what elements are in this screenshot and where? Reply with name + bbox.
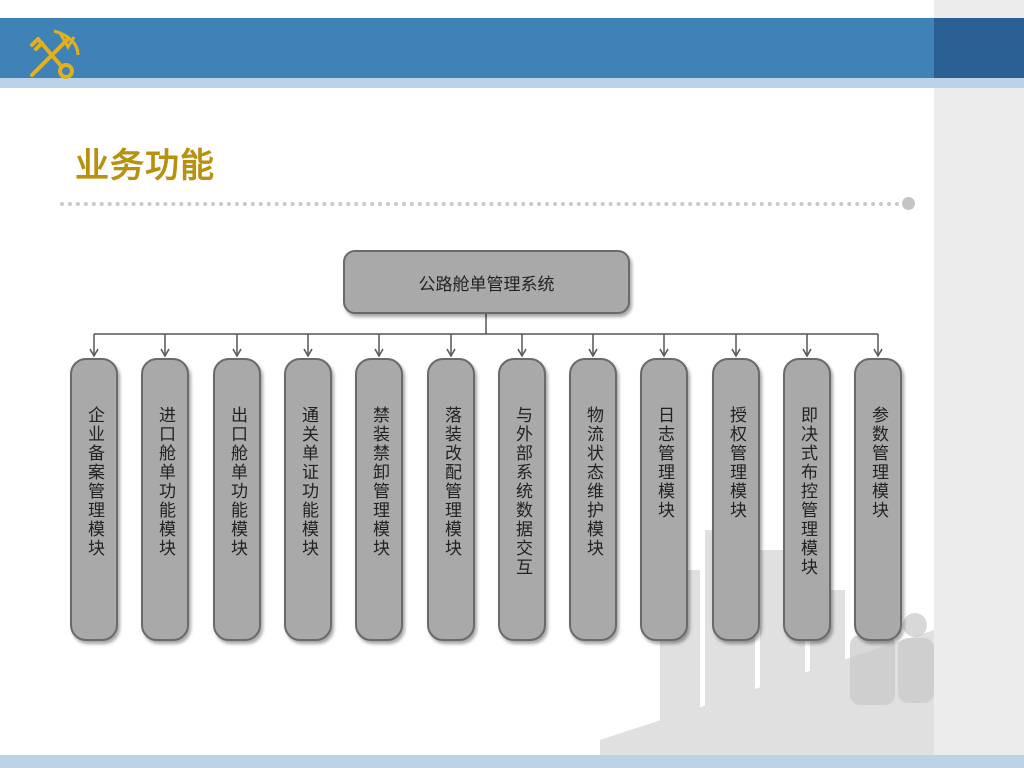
child-node: 参数管理模块 [854,358,902,641]
footer-stripe [0,755,1024,768]
child-node: 进口舱单功能模块 [141,358,189,641]
child-node: 与外部系统数据交互 [498,358,546,641]
header-stripe [0,78,1024,88]
connector-arrowhead [659,348,669,358]
child-node: 授权管理模块 [712,358,760,641]
child-node: 物流状态维护模块 [569,358,617,641]
child-node-label: 物流状态维护模块 [583,406,603,558]
child-node-label: 与外部系统数据交互 [512,406,532,577]
header-band-accent [934,18,1024,78]
connector-arrowhead [802,348,812,358]
child-node-label: 日志管理模块 [654,406,674,520]
root-node: 公路舱单管理系统 [343,250,630,314]
connector-arrowhead [374,348,384,358]
child-node: 通关单证功能模块 [284,358,332,641]
title-divider [60,202,900,206]
child-node-label: 即决式布控管理模块 [797,406,817,577]
child-node-label: 禁装禁卸管理模块 [369,406,389,558]
connector-arrowhead [731,348,741,358]
connector-arrowhead [89,348,99,358]
title-divider-end-dot [902,197,915,210]
connector-arrowhead [446,348,456,358]
root-node-label: 公路舱单管理系统 [418,274,555,295]
connector-arrowhead [303,348,313,358]
page-title: 业务功能 [75,146,215,186]
connector-arrowhead [160,348,170,358]
header-band [0,18,934,78]
connector-arrowhead [873,348,883,358]
child-node-label: 授权管理模块 [726,406,746,520]
child-node: 企业备案管理模块 [70,358,118,641]
connector-arrowhead [232,348,242,358]
child-node-label: 落装改配管理模块 [441,406,461,558]
child-node-label: 进口舱单功能模块 [155,406,175,558]
connector-arrowhead [588,348,598,358]
child-node-label: 出口舱单功能模块 [227,406,247,558]
child-node: 禁装禁卸管理模块 [355,358,403,641]
child-node-label: 通关单证功能模块 [298,406,318,558]
child-node: 出口舱单功能模块 [213,358,261,641]
child-node: 日志管理模块 [640,358,688,641]
customs-emblem-icon [30,29,80,79]
child-node-label: 参数管理模块 [868,406,888,520]
child-node: 即决式布控管理模块 [783,358,831,641]
connector-arrowhead [517,348,527,358]
child-node: 落装改配管理模块 [427,358,475,641]
child-node-label: 企业备案管理模块 [84,406,104,558]
right-side-panel [934,0,1024,768]
